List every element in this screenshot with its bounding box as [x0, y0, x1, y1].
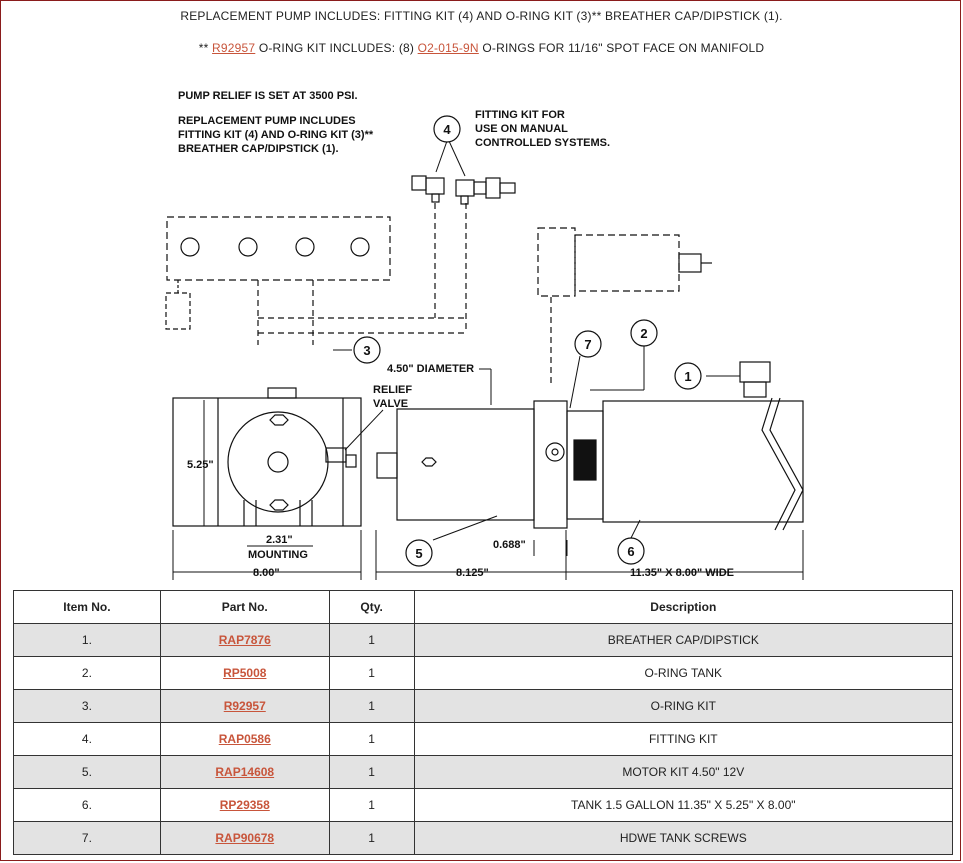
table-row: 4. RAP0586 1 FITTING KIT [13, 722, 954, 756]
manifold-ports [180, 237, 370, 257]
fittings [411, 175, 516, 205]
label-mounting: MOUNTING [248, 549, 308, 561]
col-part-no: Part No. [159, 590, 330, 624]
dashed-lines [257, 203, 552, 385]
cell-desc: MOTOR KIT 4.50" 12V [413, 755, 954, 789]
cell-desc: HDWE TANK SCREWS [413, 821, 954, 855]
part-link[interactable]: RAP90678 [215, 831, 275, 845]
dim-mounting-width: 2.31" [266, 534, 293, 546]
cell-desc: FITTING KIT [413, 722, 954, 756]
cell-qty: 1 [328, 755, 415, 789]
cell-part: RP29358 [159, 788, 330, 822]
cell-item: 6. [13, 788, 161, 822]
solenoid-outline [165, 292, 191, 330]
part-link[interactable]: R92957 [223, 699, 266, 713]
part-link[interactable]: RP5008 [223, 666, 267, 680]
cell-desc: O-RING KIT [413, 689, 954, 723]
pump-housing-circle [227, 411, 329, 513]
table-row: 5. RAP14608 1 MOTOR KIT 4.50" 12V [13, 755, 954, 789]
dim-offset: 0.688" [493, 539, 526, 551]
note-fitting-1: FITTING KIT FOR [475, 109, 565, 121]
cell-qty: 1 [328, 788, 415, 822]
pump-body [172, 397, 362, 527]
table-row: 3. R92957 1 O-RING KIT [13, 689, 954, 723]
cell-desc: BREATHER CAP/DIPSTICK [413, 623, 954, 657]
table-row: 1. RAP7876 1 BREATHER CAP/DIPSTICK [13, 623, 954, 657]
callout-circles [353, 115, 702, 567]
cell-qty: 1 [328, 623, 415, 657]
cell-item: 2. [13, 656, 161, 690]
cell-qty: 1 [328, 689, 415, 723]
callout-1: 1 [684, 369, 691, 384]
dimension-lines [172, 140, 804, 580]
cell-part: RAP0586 [159, 722, 330, 756]
header-line-1: REPLACEMENT PUMP INCLUDES: FITTING KIT (… [180, 9, 783, 23]
cell-qty: 1 [328, 821, 415, 855]
label-relief-2: VALVE [373, 398, 408, 410]
part-link[interactable]: RP29358 [219, 798, 270, 812]
cell-item: 3. [13, 689, 161, 723]
cell-part: R92957 [159, 689, 330, 723]
table-row: 6. RP29358 1 TANK 1.5 GALLON 11.35" X 5.… [13, 788, 954, 822]
part-link[interactable]: RAP7876 [218, 633, 271, 647]
cell-item: 5. [13, 755, 161, 789]
pump-assembly-drawing: 1 2 3 4 5 6 7 PUMP RELIEF IS SET AT 3500… [165, 90, 804, 580]
cell-item: 1. [13, 623, 161, 657]
label-diameter: 4.50" DIAMETER [387, 363, 474, 375]
cell-part: RAP90678 [159, 821, 330, 855]
col-description: Description [413, 590, 954, 624]
note-replacement-1: REPLACEMENT PUMP INCLUDES [178, 115, 356, 127]
tank-body [602, 400, 804, 523]
table-header-row: Item No. Part No. Qty. Description [13, 590, 954, 624]
parts-table: Item No. Part No. Qty. Description 1. RA… [13, 590, 954, 855]
callout-5: 5 [415, 546, 422, 561]
cell-desc: O-RING TANK [413, 656, 954, 690]
manifold-outline [166, 216, 391, 281]
header-line-2: ** R92957 O-RING KIT INCLUDES: (8) O2-01… [0, 41, 963, 55]
cell-qty: 1 [328, 656, 415, 690]
callout-2: 2 [640, 326, 647, 341]
dim-motor: 8.125" [456, 567, 489, 579]
link-r92957[interactable]: R92957 [212, 41, 256, 55]
cell-part: RP5008 [159, 656, 330, 690]
callout-7: 7 [584, 337, 591, 352]
cell-item: 7. [13, 821, 161, 855]
col-qty: Qty. [328, 590, 415, 624]
table-row: 7. RAP90678 1 HDWE TANK SCREWS [13, 821, 954, 855]
label-relief-1: RELIEF [373, 384, 412, 396]
dim-tank: 11.35" X 8.00" WIDE [630, 567, 734, 579]
note-replacement-2: FITTING KIT (4) AND O-RING KIT (3)** [178, 129, 374, 141]
callout-4: 4 [443, 122, 451, 137]
table-row: 2. RP5008 1 O-RING TANK [13, 656, 954, 690]
part-link[interactable]: RAP0586 [218, 732, 271, 746]
link-o2-015-9n[interactable]: O2-015-9N [417, 41, 479, 55]
cell-part: RAP14608 [159, 755, 330, 789]
note-replacement-3: BREATHER CAP/DIPSTICK (1). [178, 143, 339, 155]
header-line-2-prefix: ** [198, 41, 213, 55]
dim-height: 5.25" [187, 459, 214, 471]
cell-part: RAP7876 [159, 623, 330, 657]
header-line-2-mid: O-RING KIT INCLUDES: (8) [255, 41, 418, 55]
col-item-no: Item No. [13, 590, 161, 624]
note-fitting-3: CONTROLLED SYSTEMS. [475, 137, 610, 149]
motor-body [396, 408, 535, 521]
callout-3: 3 [363, 343, 370, 358]
note-fitting-2: USE ON MANUAL [475, 123, 568, 135]
part-link[interactable]: RAP14608 [215, 765, 275, 779]
cell-qty: 1 [328, 722, 415, 756]
callout-6: 6 [627, 544, 634, 559]
dim-width: 8.00" [253, 567, 280, 579]
motor-flange [533, 400, 568, 529]
cell-desc: TANK 1.5 GALLON 11.35" X 5.25" X 8.00" [413, 788, 954, 822]
note-relief: PUMP RELIEF IS SET AT 3500 PSI. [178, 90, 358, 102]
cell-item: 4. [13, 722, 161, 756]
header-line-2-suffix: O-RINGS FOR 11/16" SPOT FACE ON MANIFOLD [478, 41, 765, 55]
